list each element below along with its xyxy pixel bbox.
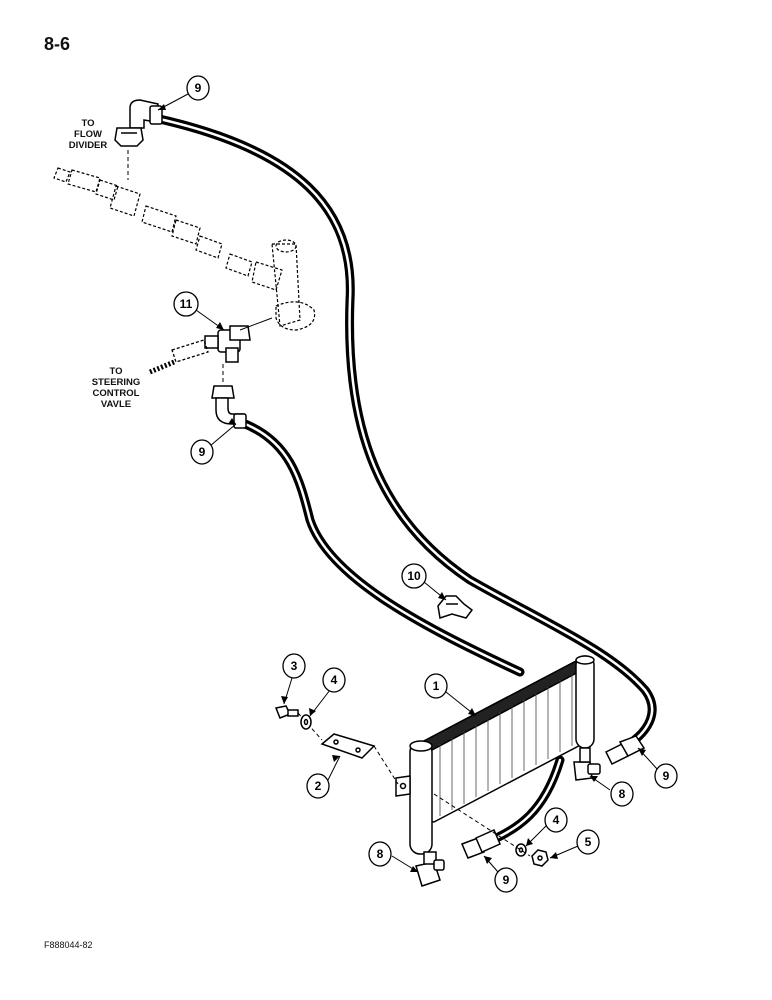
- nut: [531, 849, 549, 867]
- elbow-fitting-left: [415, 851, 445, 887]
- upper-hose: [150, 113, 657, 750]
- lower-elbow-fitting: [211, 385, 247, 429]
- callout-9-top: 9: [186, 75, 210, 101]
- centerline: [433, 793, 531, 857]
- washer: [300, 714, 312, 730]
- callout-9-bottom: 9: [494, 867, 518, 893]
- callout-9-right: 9: [654, 763, 678, 789]
- elbow-fitting-right: [573, 747, 601, 781]
- note-line: TO: [109, 366, 123, 377]
- callout-label: 5: [585, 835, 592, 849]
- note-line: VAVLE: [100, 399, 132, 410]
- hose-fitting-right: [604, 735, 646, 766]
- callout-label: 9: [195, 81, 202, 95]
- callout-5: 5: [576, 829, 600, 855]
- callout-4-lower: 4: [544, 807, 568, 833]
- note-line: TO: [81, 118, 95, 129]
- leader-arrowheads: [158, 104, 646, 872]
- callout-label: 2: [315, 779, 322, 793]
- callout-label: 4: [553, 813, 560, 827]
- callout-label: 10: [407, 569, 421, 583]
- steering-hose-end: [149, 339, 209, 375]
- note-line: DIVIDER: [68, 140, 108, 151]
- callout-label: 9: [199, 445, 206, 459]
- callout-label: 9: [503, 873, 510, 887]
- callout-3: 3: [282, 653, 306, 679]
- callout-label: 9: [663, 769, 670, 783]
- callout-9-mid: 9: [190, 439, 214, 465]
- bolt: [274, 705, 323, 741]
- page-number: 8-6: [44, 34, 71, 54]
- hose-clamp: [437, 595, 474, 619]
- upper-elbow-fitting: [114, 99, 163, 147]
- callout-8-right: 8: [610, 781, 634, 807]
- note-to-flow-divider: TO FLOW DIVIDER: [58, 118, 118, 151]
- callout-4-upper: 4: [322, 667, 346, 693]
- callout-10: 10: [401, 563, 427, 589]
- callout-2: 2: [306, 773, 330, 799]
- tee-fitting: [204, 317, 273, 363]
- hose-fitting-bottom: [461, 829, 501, 859]
- callout-label: 1: [433, 679, 440, 693]
- washer: [515, 843, 527, 857]
- callout-label: 4: [331, 673, 338, 687]
- callout-8-left: 8: [368, 841, 392, 867]
- callouts: 9 11 9 10 1 3 4 2 8 9 4 5 8 9: [173, 75, 678, 893]
- callout-11: 11: [173, 291, 199, 317]
- callout-label: 8: [377, 847, 384, 861]
- note-line: STEERING: [91, 377, 141, 388]
- callout-label: 8: [619, 787, 626, 801]
- oil-cooler: [395, 655, 595, 855]
- callout-label: 11: [180, 297, 193, 311]
- note-to-steering-control-valve: TO STEERING CONTROL VAVLE: [76, 366, 156, 410]
- lower-hose: [235, 417, 525, 677]
- callout-1: 1: [424, 673, 448, 699]
- note-line: FLOW: [74, 129, 102, 140]
- mounting-bracket: [320, 733, 399, 785]
- flow-divider-phantom-fittings: [53, 167, 316, 331]
- figure-code: F888044-82: [44, 940, 93, 950]
- note-line: CONTROL: [92, 388, 140, 399]
- callout-label: 3: [291, 659, 298, 673]
